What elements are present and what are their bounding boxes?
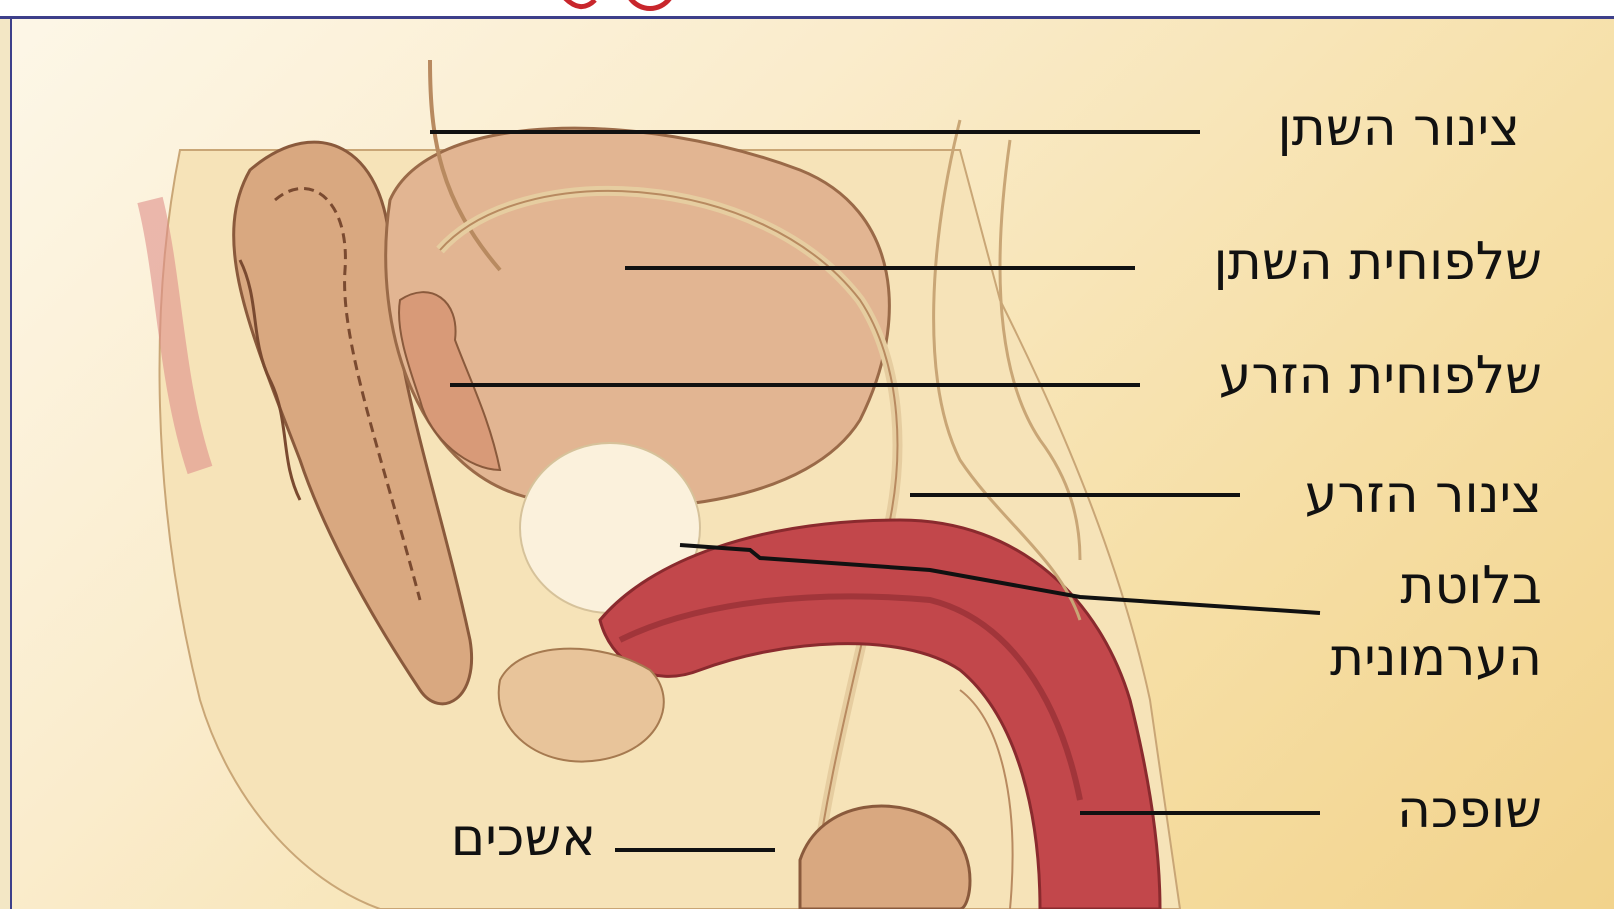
title-fragment bbox=[560, 0, 700, 18]
label-urethra: צינור השתן bbox=[1277, 98, 1520, 158]
label-vas-deferens: צינור הזרע bbox=[1305, 465, 1542, 525]
top-border bbox=[0, 0, 1614, 19]
label-penis: שופכה bbox=[1397, 780, 1542, 840]
label-seminal-vesicle: שלפוחית הזרע bbox=[1219, 346, 1542, 406]
label-prostate-line2: הערמונית bbox=[1330, 628, 1542, 688]
label-bladder: שלפוחית השתן bbox=[1213, 232, 1542, 292]
left-border bbox=[0, 16, 12, 909]
label-prostate-line1: בלוטת bbox=[1400, 556, 1542, 616]
label-testes: אשכים bbox=[451, 808, 596, 868]
